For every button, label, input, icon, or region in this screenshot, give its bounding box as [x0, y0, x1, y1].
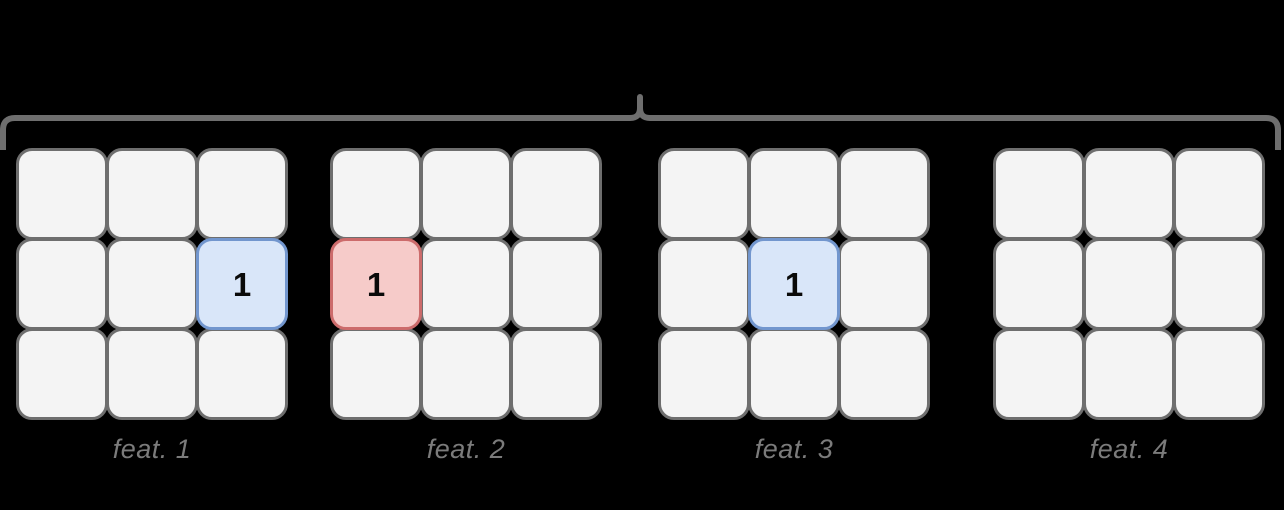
feature-grid-2: 1 feat. 2 — [330, 148, 602, 464]
grid-cell[interactable] — [658, 238, 750, 330]
feature-label-2: feat. 2 — [426, 434, 506, 464]
grid-cell[interactable] — [1173, 238, 1265, 330]
grid-cells: 1 — [330, 148, 602, 420]
feature-label-4: feat. 4 — [1089, 434, 1169, 464]
grid-cell[interactable] — [1083, 328, 1175, 420]
grid-cell[interactable] — [993, 148, 1085, 240]
grid-cell[interactable] — [106, 148, 198, 240]
brace-path — [0, 94, 1281, 150]
grid-cell[interactable] — [510, 148, 602, 240]
grid-cell[interactable] — [106, 238, 198, 330]
grid-cell[interactable] — [196, 148, 288, 240]
grid-cell[interactable] — [16, 148, 108, 240]
grid-cell[interactable] — [420, 328, 512, 420]
grid-cell[interactable] — [838, 238, 930, 330]
grid-cell[interactable] — [1083, 238, 1175, 330]
grid-cell[interactable] — [658, 148, 750, 240]
grid-cell[interactable] — [510, 328, 602, 420]
grid-cell[interactable] — [838, 148, 930, 240]
feature-label-1: feat. 1 — [112, 434, 192, 464]
grid-cell[interactable] — [420, 148, 512, 240]
grid-cell[interactable] — [106, 328, 198, 420]
grid-cell[interactable] — [1173, 148, 1265, 240]
grid-cell[interactable] — [420, 238, 512, 330]
grid-cell[interactable] — [748, 148, 840, 240]
feature-grid-1: 1 feat. 1 — [16, 148, 288, 464]
grid-cell[interactable] — [196, 328, 288, 420]
grid-cell[interactable] — [1173, 328, 1265, 420]
grid-cell[interactable] — [658, 328, 750, 420]
feature-grid-3: 1 feat. 3 — [658, 148, 930, 464]
grid-cell-highlight-blue[interactable]: 1 — [196, 238, 288, 330]
grid-cell[interactable] — [16, 328, 108, 420]
grid-cell[interactable] — [748, 328, 840, 420]
grid-cell[interactable] — [330, 328, 422, 420]
feature-grid-4: feat. 4 — [993, 148, 1265, 464]
grid-cells: 1 — [16, 148, 288, 420]
grid-cell[interactable] — [330, 148, 422, 240]
grid-cell[interactable] — [993, 328, 1085, 420]
grid-cell[interactable] — [993, 238, 1085, 330]
grid-cell-highlight-blue[interactable]: 1 — [748, 238, 840, 330]
grid-cell[interactable] — [838, 328, 930, 420]
grid-cell[interactable] — [16, 238, 108, 330]
grid-cell[interactable] — [510, 238, 602, 330]
grid-cells — [993, 148, 1265, 420]
grid-cell-highlight-red[interactable]: 1 — [330, 238, 422, 330]
grid-cells: 1 — [658, 148, 930, 420]
feature-label-3: feat. 3 — [754, 434, 834, 464]
grid-cell[interactable] — [1083, 148, 1175, 240]
